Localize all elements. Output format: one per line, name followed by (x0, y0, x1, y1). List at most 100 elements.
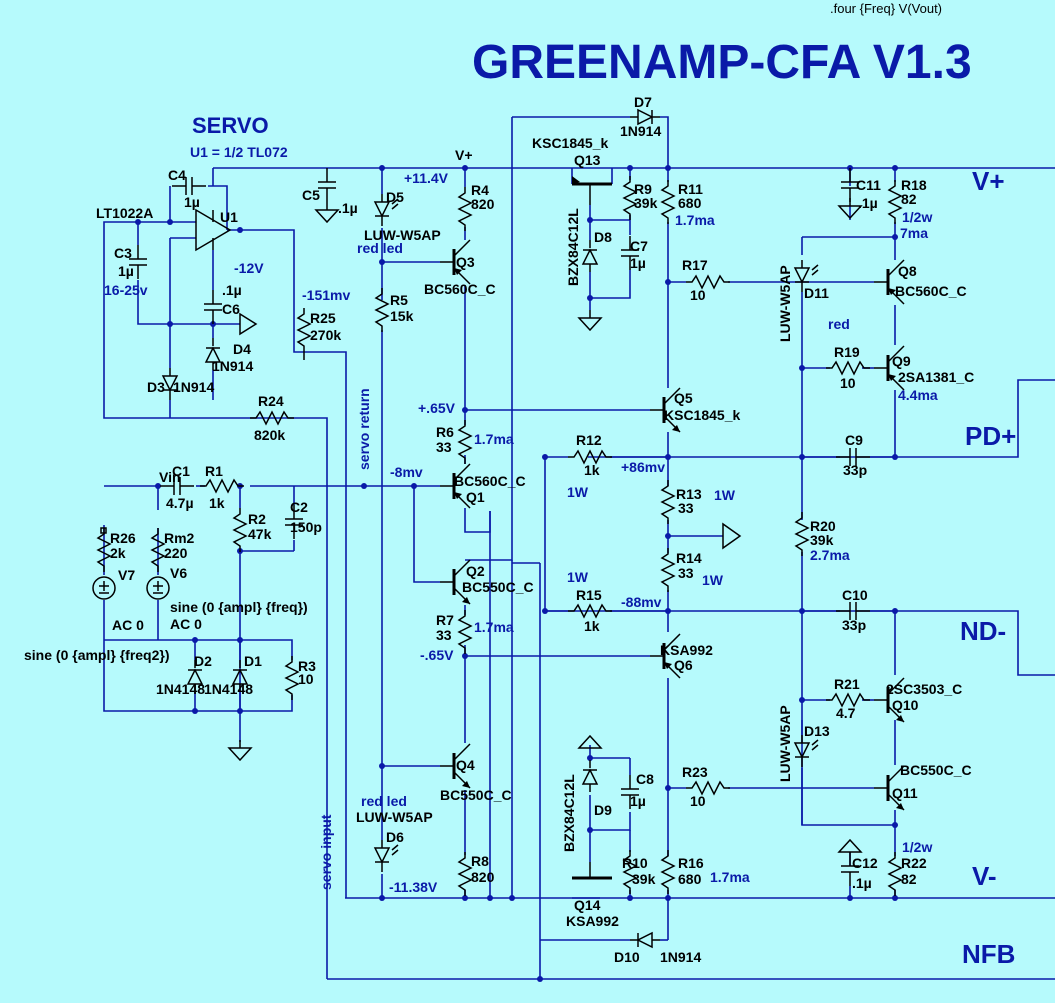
component-label: 1k (584, 618, 600, 634)
component-label: R15 (576, 587, 602, 603)
component-label: BC550C_C (440, 787, 512, 803)
component-label: R17 (682, 257, 708, 273)
component-label: R5 (390, 292, 408, 308)
component-label: 680 (678, 195, 702, 211)
component-label: LUW-W5AP (364, 227, 441, 243)
component-label: C12 (852, 855, 878, 871)
current-annotation: 7ma (900, 225, 928, 241)
component-label: 33 (436, 627, 452, 643)
component-label: R14 (676, 550, 702, 566)
power-annotation: 1W (567, 484, 589, 500)
component-label: R10 (622, 855, 648, 871)
component-label: R2 (248, 511, 266, 527)
c3-rating: 16-25v (104, 282, 148, 298)
component-label: 1k (209, 495, 225, 511)
component-label: R23 (682, 764, 708, 780)
component-label: 10 (298, 671, 314, 687)
component-label: 47k (248, 526, 272, 542)
component-label: 10 (690, 793, 706, 809)
component-label: 2SC3503_C (886, 681, 962, 697)
rail-vplus: V+ (972, 166, 1005, 196)
component-label: BC560C_C (895, 283, 967, 299)
component-label: D10 (614, 949, 640, 965)
component-label: Q14 (574, 897, 601, 913)
component-label: 820k (254, 427, 285, 443)
power-annotation: 1/2w (902, 209, 932, 225)
component-label: Q5 (674, 390, 693, 406)
component-label: 2k (110, 545, 126, 561)
component-label: 1N914 (660, 949, 701, 965)
component-label: R3 (298, 658, 316, 674)
component-label: BC560C_C (424, 281, 496, 297)
component-label: V7 (118, 567, 135, 583)
component-label: 220 (164, 545, 188, 561)
voltage-annotation: -11.38V (389, 879, 438, 895)
voltage-annotation: -.65V (420, 647, 454, 663)
voltage-annotation: +11.4V (404, 170, 449, 186)
current-annotation: 2.7ma (810, 547, 850, 563)
component-label: Q8 (898, 263, 917, 279)
component-label: C11 (856, 177, 881, 193)
power-annotation: 1W (702, 572, 724, 588)
component-label: .1µ (222, 282, 242, 298)
rail-ndminus: ND- (960, 616, 1006, 646)
component-label: U1 (220, 209, 238, 225)
component-label: C3 (114, 245, 132, 261)
component-label: .1µ (852, 875, 872, 891)
component-label: D6 (386, 829, 404, 845)
component-label: R6 (436, 424, 454, 440)
servo-note: U1 = 1/2 TL072 (190, 144, 288, 160)
component-label: R16 (678, 855, 704, 871)
component-label: KSA992 (660, 642, 713, 658)
component-label: 1N914 (173, 379, 214, 395)
led-note: red led (357, 240, 403, 256)
component-label: Rm2 (164, 530, 195, 546)
component-label: 1N914 (620, 123, 661, 139)
current-annotation: 1.7ma (710, 869, 750, 885)
component-label: R19 (834, 344, 860, 360)
component-label: 1N4148 (204, 681, 253, 697)
wires (103, 116, 1055, 980)
voltage-annotation: -8mv (390, 464, 423, 480)
component-label: D11 (804, 285, 829, 301)
component-label: R18 (901, 177, 927, 193)
component-label: LUW-W5AP (356, 809, 433, 825)
component-label: 1µ (630, 255, 646, 271)
component-label: BC550C_C (462, 579, 534, 595)
component-label: D1 (244, 653, 262, 669)
component-label: Q9 (892, 353, 911, 369)
component-label: 39k (810, 532, 834, 548)
component-label: D9 (594, 802, 612, 818)
component-label: 33 (436, 439, 452, 455)
component-label: C10 (842, 587, 868, 603)
component-label: LUW-W5AP (777, 265, 793, 342)
component-label: C6 (222, 301, 240, 317)
led-note: red (828, 316, 850, 332)
component-label: 33 (678, 500, 694, 516)
voltage-annotation: -12V (234, 260, 264, 276)
component-label: D8 (594, 229, 612, 245)
component-label: R26 (110, 530, 136, 546)
component-label: Q1 (466, 489, 485, 505)
component-label: Q6 (674, 657, 693, 673)
component-label: V6 (170, 565, 187, 581)
component-label: 820 (471, 869, 495, 885)
component-label: R4 (471, 182, 489, 198)
component-label: R25 (310, 310, 336, 326)
component-label: LT1022A (96, 205, 153, 221)
power-annotation: 1/2w (902, 839, 932, 855)
component-label: BC550C_C (900, 762, 972, 778)
servo-heading: SERVO (192, 113, 269, 138)
component-label: 33p (843, 462, 867, 478)
schematic-title: GREENAMP-CFA V1.3 (472, 36, 972, 89)
component-label: .1µ (338, 200, 358, 216)
component-label: 39k (632, 871, 656, 887)
component-label: C7 (630, 238, 648, 254)
component-label: 1N4148 (156, 681, 205, 697)
component-label: 1k (584, 462, 600, 478)
component-label: 39k (634, 195, 658, 211)
component-label: sine (0 {ampl} {freq}) (170, 599, 308, 615)
component-label: KSC1845_k (664, 407, 740, 423)
component-label: C8 (636, 771, 654, 787)
